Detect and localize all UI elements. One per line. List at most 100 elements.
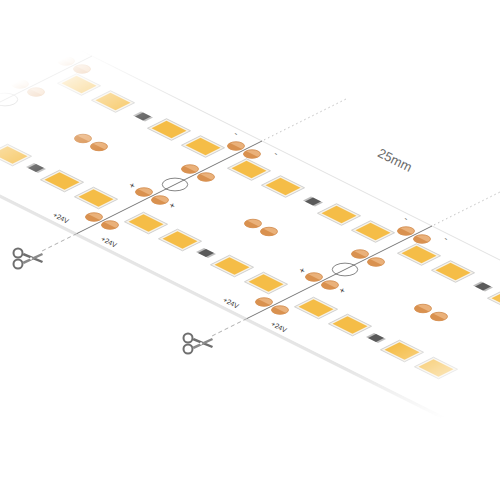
resistor-cap: [26, 163, 46, 173]
led-phosphor: [215, 257, 250, 275]
polarity-sign: -: [233, 129, 240, 138]
solder-pad-shade: [8, 81, 26, 90]
led-chip: [398, 244, 441, 266]
polarity-sign: -: [403, 214, 410, 223]
led-chip: [352, 221, 395, 243]
resistor-cap: [366, 333, 386, 343]
polarity-sign: -: [443, 234, 450, 243]
strip-segment: [0, 0, 80, 143]
led-chip: [125, 212, 168, 234]
led-phosphor: [322, 206, 357, 224]
scissors-icon: [14, 249, 44, 269]
led-chip: [245, 272, 288, 294]
led-chip: [159, 229, 202, 251]
solder-pad: [0, 109, 2, 121]
dimension-label: 25mm: [376, 146, 414, 174]
solder-pad-shade: [132, 189, 150, 198]
led-chip: [228, 159, 271, 181]
solder-pad-shade: [411, 306, 429, 315]
led-chip: [0, 144, 32, 166]
led-phosphor: [16, 53, 51, 71]
led-phosphor: [163, 231, 198, 249]
solder-pad-shade: [252, 299, 270, 308]
resistor-cap: [133, 112, 153, 122]
solder-pad-shade: [241, 221, 259, 230]
resistor-body: [305, 198, 321, 206]
led-phosphor: [356, 223, 391, 241]
strip-segment: [233, 219, 500, 398]
solder-pad-shade: [427, 314, 445, 323]
led-chip: [0, 34, 21, 56]
led-chip: [58, 74, 101, 96]
cut-line: [77, 141, 262, 234]
led-phosphor: [266, 178, 301, 196]
solder-pad: [241, 218, 265, 230]
led-phosphor: [402, 246, 437, 264]
resistor-body: [198, 249, 214, 257]
resistor-body: [28, 164, 44, 172]
solder-pad-shade: [24, 89, 42, 98]
led-chip: [329, 314, 372, 336]
dimension-extension: [264, 99, 347, 141]
cut-guide: [210, 319, 247, 338]
solder-pad-shade: [82, 214, 100, 223]
solder-pad-shade: [224, 143, 242, 152]
led-phosphor: [436, 263, 471, 281]
led-phosphor: [79, 189, 114, 207]
resistor-cap: [473, 282, 493, 292]
solder-pad: [87, 141, 111, 153]
led-chip: [12, 51, 55, 73]
cut-guide: [40, 234, 77, 253]
solder-pad-shade: [240, 151, 258, 160]
solder-pad-shade: [87, 144, 105, 153]
led-chip: [488, 289, 500, 311]
led-chip: [182, 136, 225, 158]
solder-pad-shade: [98, 222, 116, 231]
led-phosphor: [62, 76, 97, 94]
solder-pad-shade: [348, 251, 366, 260]
solder-pad-shade: [54, 58, 72, 67]
solder-pad-shade: [178, 166, 196, 175]
led-phosphor: [186, 138, 221, 156]
cut-line: [247, 226, 432, 319]
solder-pad: [71, 133, 95, 145]
resistor-cap: [303, 197, 323, 207]
voltage-label: +24V: [52, 211, 70, 225]
led-phosphor: [249, 274, 284, 292]
led-phosphor: [333, 316, 368, 334]
solder-pad-shade: [394, 228, 412, 237]
polarity-sign: +: [298, 266, 307, 276]
polarity-sign: -: [273, 149, 280, 158]
strip-segment: [63, 134, 420, 313]
strip-segment: [0, 49, 250, 228]
solder-pad-shade: [302, 274, 320, 283]
solder-pad-shade: [71, 136, 89, 145]
led-chip: [41, 170, 84, 192]
led-chip: [92, 91, 135, 113]
led-chip: [318, 204, 361, 226]
solder-pad-shade: [257, 229, 275, 238]
resistor-cap: [196, 248, 216, 258]
voltage-label: +24V: [100, 235, 118, 249]
solder-pad: [411, 303, 435, 315]
cut-mark-circle: [0, 91, 23, 109]
polarity-sign: +: [338, 286, 347, 296]
led-chip: [432, 261, 475, 283]
voltage-label: +24V: [270, 320, 288, 334]
led-chip: [295, 297, 338, 319]
resistor-body: [475, 283, 491, 291]
solder-pad: [427, 311, 451, 323]
solder-pad-shade: [268, 307, 286, 316]
solder-pad-shade: [318, 282, 336, 291]
led-phosphor: [129, 214, 164, 232]
led-phosphor: [0, 146, 28, 164]
led-chip: [148, 119, 191, 141]
solder-pad-shade: [410, 236, 428, 245]
dimension-extension: [434, 184, 500, 226]
led-chip: [415, 357, 458, 379]
scissors-icon: [184, 334, 214, 354]
resistor-body: [368, 334, 384, 342]
cut-line: [0, 56, 92, 149]
